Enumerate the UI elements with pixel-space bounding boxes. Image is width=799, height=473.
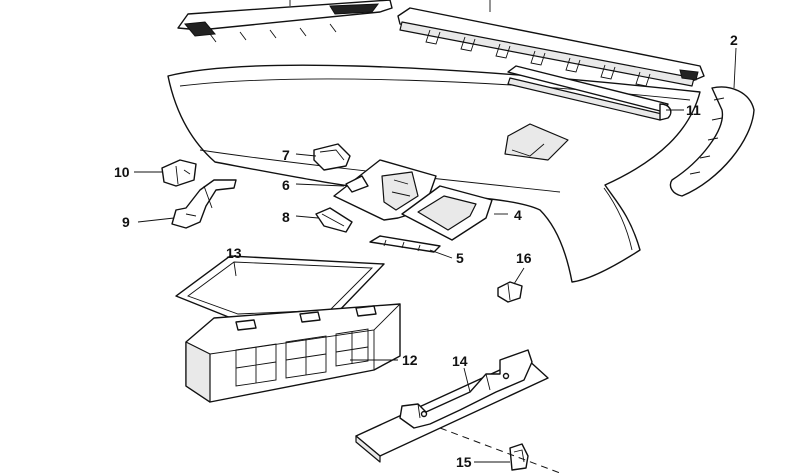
top-right-bumper-trim-strip xyxy=(397,7,705,87)
part-15-nut-clip xyxy=(509,443,529,471)
callout-15: 15 xyxy=(456,454,472,470)
part-4-license-housing xyxy=(401,185,493,241)
callout-6: 6 xyxy=(282,177,290,193)
top-left-trim-strip xyxy=(177,0,393,43)
part-2-side-end-piece xyxy=(669,86,755,197)
callout-4: 4 xyxy=(514,207,522,223)
part-8-clip xyxy=(315,207,353,233)
callout-14: 14 xyxy=(452,353,468,369)
part-11-rubber-seal xyxy=(507,65,672,121)
part-5-strip xyxy=(369,235,441,253)
part-12-tail-light-housing xyxy=(185,303,401,403)
callout-12: 12 xyxy=(402,352,418,368)
callout-labels: 2 4 5 6 7 8 9 10 11 12 13 14 15 16 xyxy=(114,32,738,470)
part-9-bracket xyxy=(171,179,237,229)
callout-2: 2 xyxy=(730,32,738,48)
callout-7: 7 xyxy=(282,147,290,163)
leader-lines xyxy=(134,0,737,463)
part-10-clip xyxy=(161,159,197,187)
callout-5: 5 xyxy=(456,250,464,266)
part-13-gasket xyxy=(175,255,385,321)
assembly-axis-line xyxy=(439,427,561,473)
callout-10: 10 xyxy=(114,164,130,180)
callout-16: 16 xyxy=(516,250,532,266)
part-14-mounting-plate xyxy=(355,349,549,463)
part-16-clip xyxy=(497,281,523,303)
callout-9: 9 xyxy=(122,214,130,230)
callout-13: 13 xyxy=(226,245,242,261)
part-7-clip xyxy=(313,143,351,171)
callout-11: 11 xyxy=(686,102,701,118)
callout-8: 8 xyxy=(282,209,290,225)
